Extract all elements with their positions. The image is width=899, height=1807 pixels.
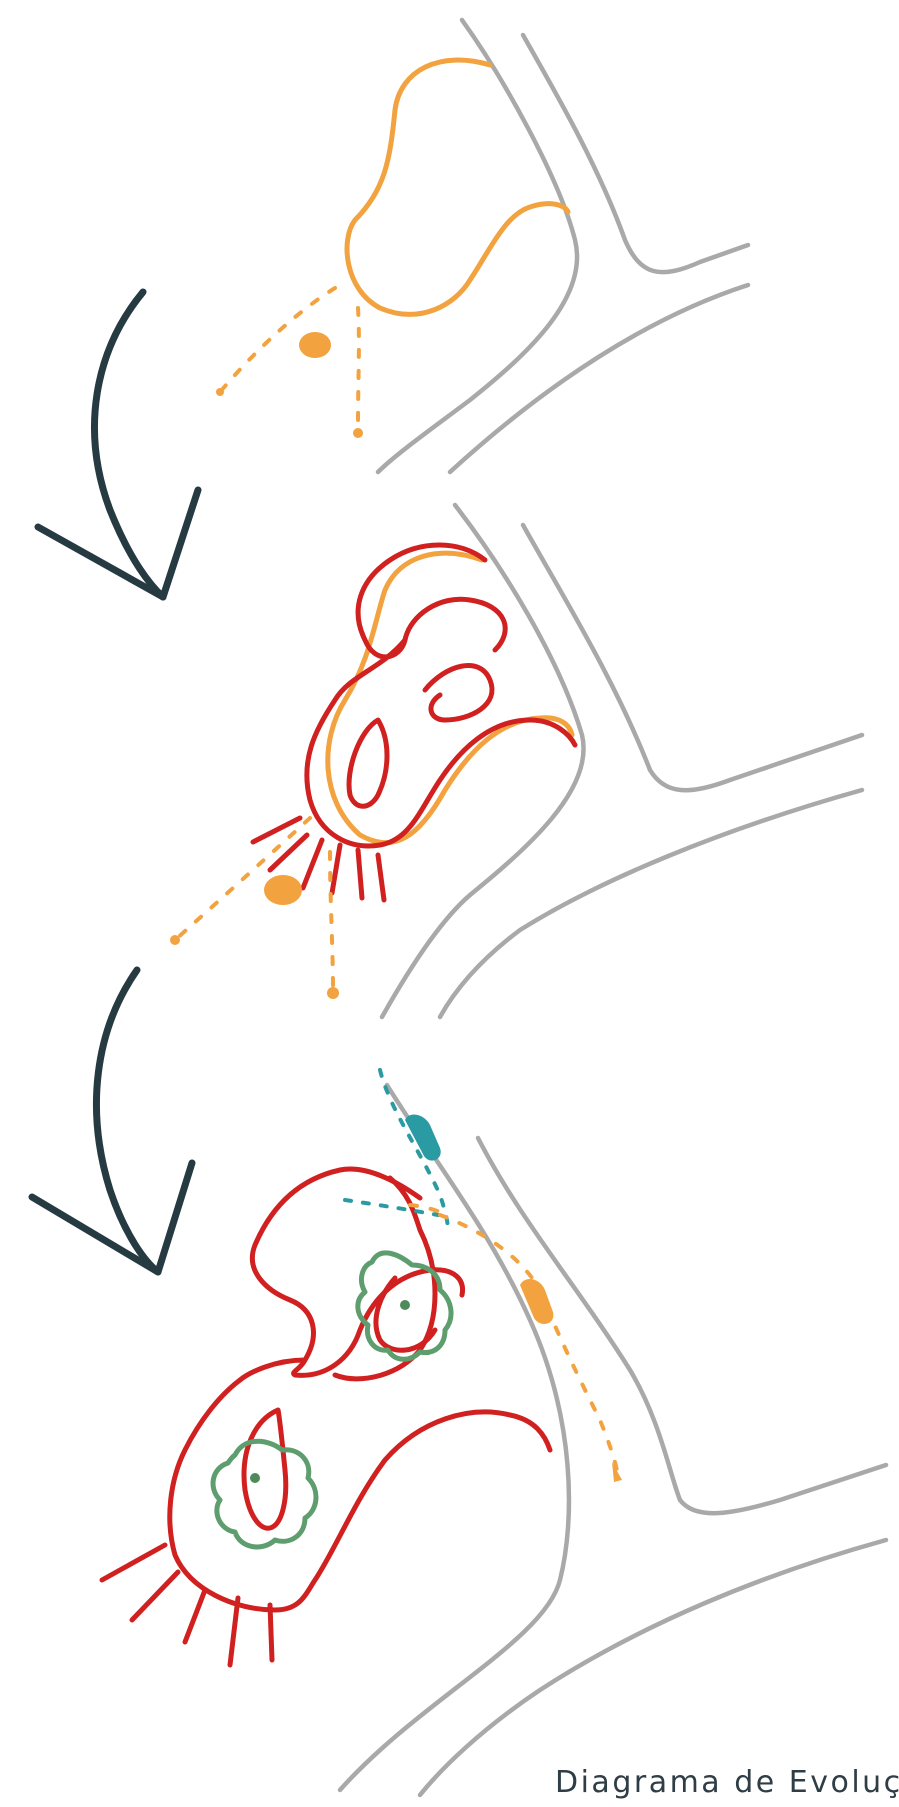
- orange-blob: [347, 60, 568, 314]
- orange-node: [520, 1279, 553, 1324]
- red-outline: [170, 1169, 550, 1610]
- orange-dashed-paths: [170, 818, 339, 999]
- road-fork: [340, 1085, 886, 1795]
- diagram-caption: Diagrama de Evoluçã: [555, 1768, 899, 1798]
- stage-2-panel: [170, 505, 862, 1017]
- teal-path: [345, 1070, 448, 1230]
- green-blob: [213, 1441, 316, 1547]
- orange-node: [264, 875, 302, 905]
- stage-3-panel: [102, 1070, 886, 1795]
- road-fork: [378, 20, 748, 472]
- stage-1-panel: [216, 20, 748, 472]
- orange-dashed-paths: [216, 288, 363, 438]
- down-left-arrow: [32, 970, 192, 1272]
- orange-node: [299, 332, 331, 358]
- down-left-arrow: [38, 292, 198, 597]
- orange-blob: [328, 553, 572, 843]
